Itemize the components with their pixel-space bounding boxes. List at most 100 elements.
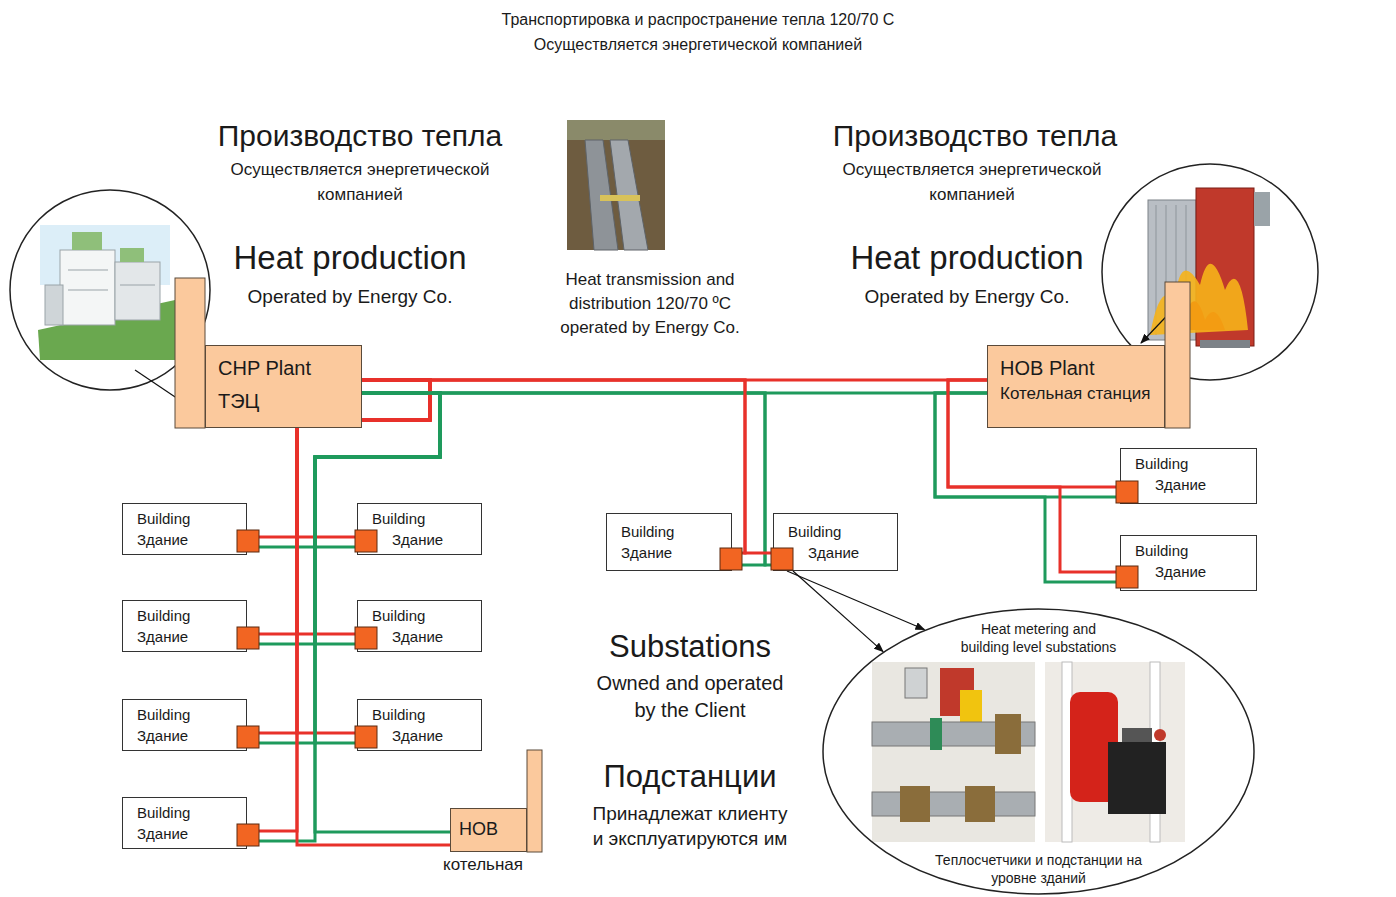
building-box: BuildingЗдание [1120, 535, 1257, 591]
supply-pipe [297, 380, 430, 733]
node-subtitle: котельная [443, 855, 523, 875]
annotation-text: Operated by Energy Co. [822, 286, 1112, 309]
substation-marker [720, 548, 742, 570]
pipe-band [600, 195, 640, 201]
photo-ground [872, 662, 1035, 842]
window-row [68, 270, 108, 271]
heat-meter [905, 668, 927, 698]
node-subtitle: Здание [392, 627, 467, 646]
node-subtitle: Здание [392, 726, 467, 745]
annotation-text: Осуществляется энергетической компанией [827, 158, 1117, 207]
node-subtitle: Здание [137, 726, 232, 745]
chp-illustration [38, 225, 178, 360]
substation-marker [237, 530, 259, 552]
node-title: Building [137, 509, 232, 528]
boiler-box [1254, 192, 1270, 226]
node-subtitle: Здание [392, 530, 467, 549]
pump-unit [1122, 728, 1152, 742]
return-pipe [247, 393, 440, 743]
grass [567, 120, 665, 140]
annotation-text: Принадлежат клиенту и эксплуатируются им [590, 802, 790, 851]
node-title: CHP Plant [218, 356, 349, 381]
node-title: HOB Plant [1000, 356, 1152, 381]
plant-building [45, 285, 63, 325]
pipe-band [930, 718, 942, 750]
annotation-text: Owned and operated by the Client [585, 670, 795, 724]
substation-photo [1045, 662, 1185, 842]
callout-ellipse: Heat metering and building level substat… [822, 608, 1255, 895]
pipe-connector [247, 380, 440, 743]
node-title: Building [621, 522, 717, 541]
window-row [68, 290, 108, 291]
roof [72, 232, 102, 250]
node-subtitle: Здание [1155, 562, 1242, 581]
supply-pipe [247, 380, 430, 733]
substation-marker [1116, 481, 1138, 503]
window-row [120, 285, 155, 286]
node-title: HOB [459, 819, 518, 841]
annotation-text: Производство тепла [190, 118, 530, 154]
node-title: Building [372, 705, 467, 724]
building-box: BuildingЗдание [122, 600, 247, 652]
valve [965, 786, 995, 822]
chimney [527, 750, 542, 852]
pump-unit [1108, 742, 1166, 814]
ellipse-outline [823, 609, 1254, 894]
annotation-text: Heat transmission and distribution 120/7… [550, 268, 750, 339]
annotation-text: Подстанции [580, 758, 800, 795]
pipe-connector [362, 380, 987, 393]
node-title: Building [372, 509, 467, 528]
node-subtitle: Здание [137, 530, 232, 549]
building-box: BuildingЗдание [606, 513, 732, 571]
pipe [872, 792, 1035, 816]
substation-photo [872, 662, 1035, 842]
building-box: BuildingЗдание [1120, 448, 1257, 504]
node-subtitle: Здание [137, 627, 232, 646]
pipe-connector [297, 380, 440, 743]
node-title: Building [372, 606, 467, 625]
substation-marker [355, 530, 377, 552]
valve [1154, 729, 1166, 741]
substation-marker [237, 824, 259, 846]
annotation-text: Heat production [822, 238, 1112, 278]
node-title: Building [137, 606, 232, 625]
node-subtitle: Здание [621, 543, 717, 562]
node-title: Building [137, 705, 232, 724]
annotation-text: Heat production [205, 238, 495, 278]
substation-marker [1116, 566, 1138, 588]
node-subtitle: Здание [808, 543, 883, 562]
substation-marker [771, 548, 793, 570]
chimney [175, 278, 205, 428]
photo-ground [1045, 662, 1185, 842]
node-subtitle: Здание [1155, 475, 1242, 494]
plant-box: CHP PlantТЭЦ [205, 345, 362, 428]
node-title: Building [1135, 454, 1242, 473]
chimney [1165, 282, 1190, 428]
plant-box: HOB PlantКотельная станция [987, 345, 1165, 428]
annotation-text: Operated by Energy Co. [205, 286, 495, 309]
pipe-photo [567, 120, 665, 250]
building-box: BuildingЗдание [122, 699, 247, 751]
substation-marker [355, 627, 377, 649]
roof [120, 248, 144, 262]
valve [995, 714, 1021, 754]
building-box: BuildingЗдание [122, 797, 247, 849]
return-pipe [315, 393, 440, 743]
annotation-text: Производство тепла [805, 118, 1145, 154]
plant-building [60, 250, 115, 325]
node-subtitle: Котельная станция [1000, 385, 1152, 404]
callout-arrow [793, 571, 883, 652]
callout-arrow [787, 571, 924, 630]
node-subtitle: Здание [137, 824, 232, 843]
node-title: Building [137, 803, 232, 822]
valve [900, 786, 930, 822]
building-box: BuildingЗдание [122, 503, 247, 555]
annotation-text: Транспортировка и распространение тепла … [438, 8, 958, 58]
node-subtitle: ТЭЦ [218, 389, 349, 414]
base [1200, 340, 1250, 348]
trench [567, 120, 665, 250]
node-title: Building [1135, 541, 1242, 560]
annotation-text: Substations [580, 628, 800, 665]
substation-marker [237, 627, 259, 649]
